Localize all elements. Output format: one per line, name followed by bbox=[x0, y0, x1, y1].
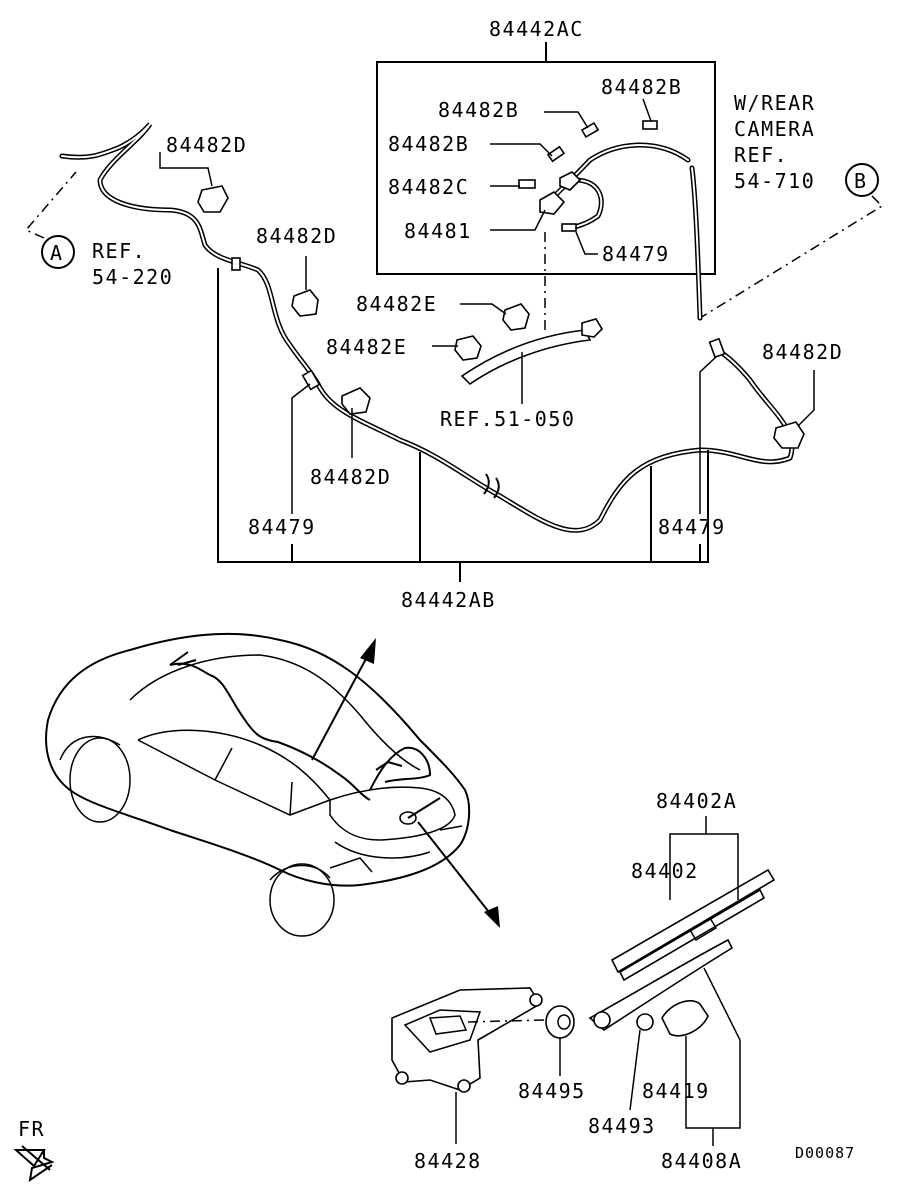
wiper-blade-84402 bbox=[610, 868, 776, 982]
label-84442AC[interactable]: 84442AC bbox=[489, 17, 584, 41]
ref-a-leader bbox=[24, 171, 77, 239]
ref-a-circle[interactable] bbox=[41, 235, 75, 269]
washer-nozzle bbox=[460, 232, 604, 386]
label-84482D-1[interactable]: 84482D bbox=[166, 133, 247, 157]
label-84479-top[interactable]: 84479 bbox=[602, 242, 670, 266]
label-84495[interactable]: 84495 bbox=[518, 1079, 586, 1103]
label-84482C[interactable]: 84482C bbox=[388, 175, 469, 199]
ref-a-letter: A bbox=[50, 241, 64, 265]
label-84479-left[interactable]: 84479 bbox=[248, 515, 316, 539]
camera-ref-line2: CAMERA bbox=[734, 117, 815, 141]
label-84482D-3[interactable]: 84482D bbox=[310, 465, 391, 489]
arrow-to-hose bbox=[311, 638, 376, 761]
camera-ref-line4[interactable]: 54-710 bbox=[734, 169, 815, 193]
label-ref-51-050[interactable]: REF.51-050 bbox=[440, 407, 575, 431]
label-84482D-4[interactable]: 84482D bbox=[762, 340, 843, 364]
camera-ref-line3: REF. bbox=[734, 143, 788, 167]
wiper-motor-84428 bbox=[391, 987, 546, 1093]
label-84482D-2[interactable]: 84482D bbox=[256, 224, 337, 248]
label-84482B-top[interactable]: 84482B bbox=[601, 75, 682, 99]
camera-hose-box bbox=[376, 61, 716, 275]
label-84428[interactable]: 84428 bbox=[414, 1149, 482, 1173]
camera-hose bbox=[518, 120, 691, 232]
label-84402[interactable]: 84402 bbox=[631, 859, 699, 883]
nut-84493 bbox=[636, 1013, 654, 1031]
label-84482B-mid[interactable]: 84482B bbox=[438, 98, 519, 122]
drawing-code: D00087 bbox=[795, 1144, 855, 1162]
label-84442AB[interactable]: 84442AB bbox=[401, 588, 496, 612]
ref-a-line2[interactable]: 54-220 bbox=[92, 265, 173, 289]
label-84482E-lower[interactable]: 84482E bbox=[326, 335, 407, 359]
ref-b-leader bbox=[699, 195, 884, 319]
clip-84482E-lower bbox=[454, 335, 482, 361]
wiper-arm bbox=[588, 938, 734, 1031]
label-84408A[interactable]: 84408A bbox=[661, 1149, 742, 1173]
label-84479-right[interactable]: 84479 bbox=[658, 515, 726, 539]
main-washer-hose bbox=[59, 122, 795, 533]
front-indicator: FR bbox=[18, 1117, 45, 1141]
arrow-to-wiper bbox=[417, 821, 500, 928]
label-84419[interactable]: 84419 bbox=[642, 1079, 710, 1103]
bracket-84442AB bbox=[217, 268, 709, 582]
label-84482B-low[interactable]: 84482B bbox=[388, 132, 469, 156]
clip-84482D-3 bbox=[341, 387, 371, 415]
ref-b-letter: B bbox=[854, 169, 868, 193]
label-84493[interactable]: 84493 bbox=[588, 1114, 656, 1138]
clip-84482D-2 bbox=[291, 289, 319, 317]
label-84481[interactable]: 84481 bbox=[404, 219, 472, 243]
label-84482E-upper[interactable]: 84482E bbox=[356, 292, 437, 316]
clip-84482D-4 bbox=[773, 421, 805, 449]
front-arrow-icon bbox=[13, 1145, 55, 1183]
camera-ref-line1: W/REAR bbox=[734, 91, 815, 115]
arm-cap-84419 bbox=[661, 1000, 709, 1037]
car-illustration bbox=[45, 632, 471, 937]
clip-84482E-upper bbox=[502, 303, 530, 331]
ref-a-line1: REF. bbox=[92, 239, 146, 263]
clip-84482D-1 bbox=[197, 185, 229, 213]
label-84402A[interactable]: 84402A bbox=[656, 789, 737, 813]
ref-b-circle[interactable] bbox=[845, 163, 879, 197]
